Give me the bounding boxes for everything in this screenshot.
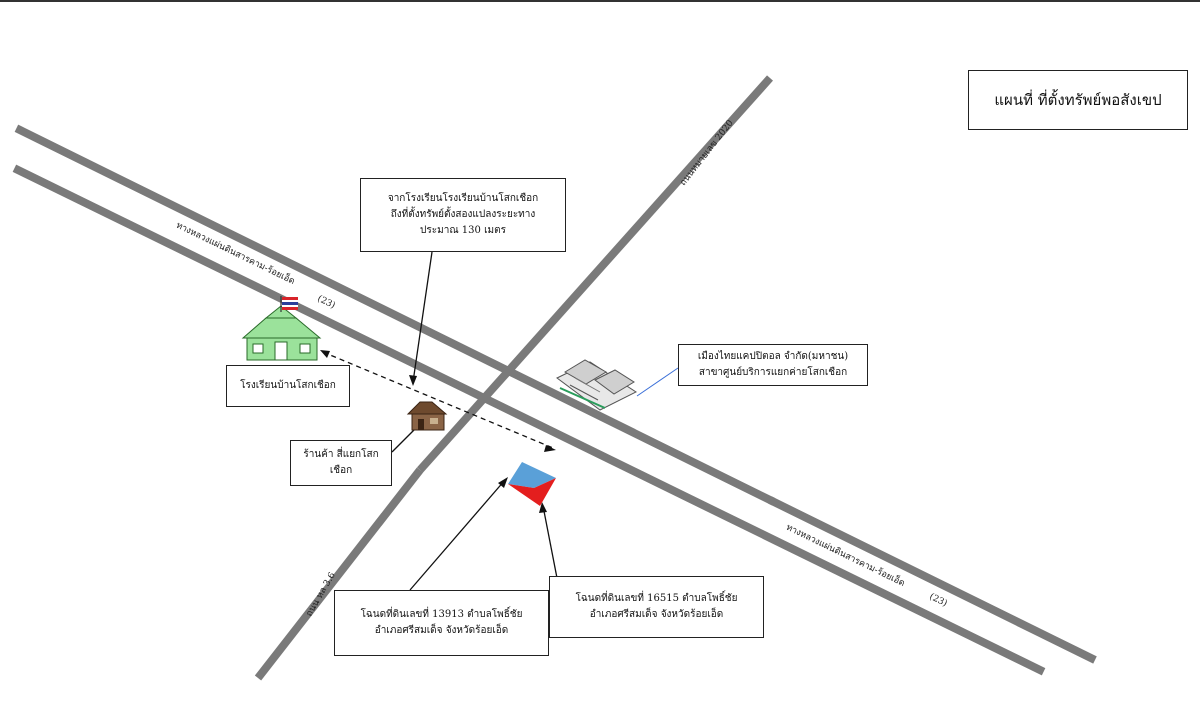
deed-a-pointer: [409, 479, 506, 591]
dashed-arrow-head-end: [544, 445, 556, 452]
highway-lower: [12, 164, 1046, 676]
shop-label-box: ร้านค้า สี่แยกโสก เชือก: [290, 440, 392, 486]
plot-16515: [508, 478, 556, 506]
shop-label-line: ร้านค้า สี่แยกโสก: [303, 449, 379, 460]
distance-note-line: ประมาณ 130 เมตร: [420, 225, 506, 236]
deed-b-line: อำเภอศรีสมเด็จ จังหวัดร้อยเอ็ด: [589, 609, 724, 620]
dashed-arrow-head-start: [320, 350, 330, 358]
distance-note-box: จากโรงเรียนโรงเรียนบ้านโสกเชือก ถึงที่ตั…: [360, 178, 566, 252]
shop-pointer: [391, 427, 417, 453]
cross-road-north: [417, 75, 773, 473]
school-icon: [241, 305, 322, 361]
bank-label-line: เมืองไทยแคปปิตอล จำกัด(มหาชน): [697, 351, 849, 362]
distance-note-line: ถึงที่ตั้งทรัพย์ตั้งสองแปลงระยะทาง: [390, 209, 536, 220]
cross-road-south: [254, 467, 424, 681]
bank-label-line: สาขาศูนย์บริการแยกค่ายโสกเชือก: [698, 367, 848, 378]
deed-a-line: โฉนดที่ดินเลขที่ 13913 ตำบลโพธิ์ชัย: [360, 609, 523, 620]
deed-b-pointer-head: [539, 502, 547, 513]
land-plot-icon: [508, 462, 556, 506]
plot-13913: [508, 462, 556, 488]
school-label-box: โรงเรียนบ้านโสกเชือก: [226, 365, 350, 407]
deed-b-pointer: [542, 505, 558, 579]
note-pointer-head: [409, 375, 417, 386]
shop-label-line: เชือก: [329, 465, 353, 476]
bank-label-box: เมืองไทยแคปปิตอล จำกัด(มหาชน) สาขาศูนย์บ…: [678, 344, 868, 386]
distance-dashed-line: [322, 351, 554, 449]
school-label: โรงเรียนบ้านโสกเชือก: [240, 380, 336, 391]
deed-a-pointer-head: [498, 477, 508, 488]
shop-icon: [406, 401, 448, 431]
highway-upper-east: [768, 496, 1097, 664]
bank-building-icon: [556, 359, 638, 411]
deed-13913-label-box: โฉนดที่ดินเลขที่ 13913 ตำบลโพธิ์ชัย อำเภ…: [334, 590, 549, 656]
bank-pointer: [636, 367, 679, 397]
flag-icon: [280, 296, 298, 312]
deed-b-line: โฉนดที่ดินเลขที่ 16515 ตำบลโพธิ์ชัย: [575, 593, 738, 604]
deed-16515-label-box: โฉนดที่ดินเลขที่ 16515 ตำบลโพธิ์ชัย อำเภ…: [549, 576, 764, 638]
map-title: แผนที่ ที่ตั้งทรัพย์พอสังเขป: [968, 70, 1188, 130]
deed-a-line: อำเภอศรีสมเด็จ จังหวัดร้อยเอ็ด: [374, 625, 509, 636]
top-border: [0, 0, 1200, 2]
highway-upper: [14, 124, 776, 506]
distance-note-line: จากโรงเรียนโรงเรียนบ้านโสกเชือก: [387, 193, 539, 204]
note-pointer: [412, 251, 433, 383]
